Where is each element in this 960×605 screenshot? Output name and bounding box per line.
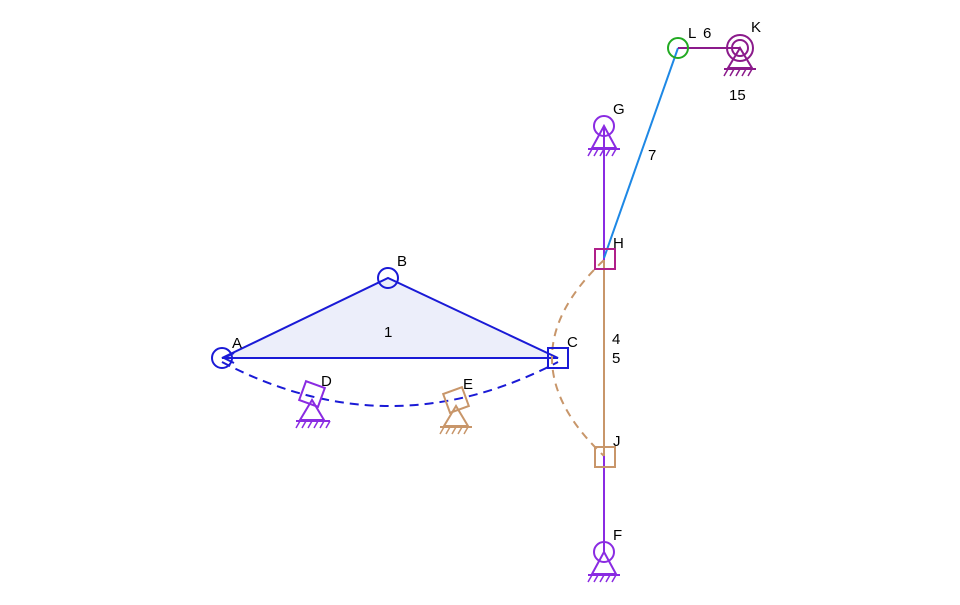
label-h: H [613, 235, 624, 252]
label-link-4: 4 [612, 331, 620, 348]
joint-l [667, 37, 689, 59]
ground-support-d [295, 379, 331, 429]
label-b: B [397, 253, 407, 270]
ground-pivot-g [587, 115, 620, 157]
label-l: L [688, 25, 696, 42]
label-c: C [567, 334, 578, 351]
dashed-path-h-j [551, 259, 605, 457]
dashed-path-a-c [221, 361, 559, 407]
label-d: D [321, 373, 332, 390]
label-link-1: 1 [384, 324, 392, 341]
label-a: A [232, 335, 242, 352]
label-k: K [751, 19, 761, 36]
ground-pivot-f [587, 541, 620, 583]
link-1-body [221, 276, 559, 359]
label-g: G [613, 101, 625, 118]
label-link-5: 5 [612, 350, 620, 367]
label-e: E [463, 376, 473, 393]
slider-h [594, 248, 616, 270]
label-link-6: 6 [703, 25, 711, 42]
joint-b [377, 267, 399, 289]
slider-j [594, 446, 616, 468]
ground-support-e [439, 385, 472, 435]
label-link-15: 15 [729, 87, 746, 104]
label-f: F [613, 527, 622, 544]
joint-a [211, 347, 233, 369]
ground-pivot-k [723, 34, 756, 77]
link-7 [603, 47, 679, 259]
label-link-7: 7 [648, 147, 656, 164]
slider-c [547, 347, 569, 369]
label-j: J [613, 433, 621, 450]
